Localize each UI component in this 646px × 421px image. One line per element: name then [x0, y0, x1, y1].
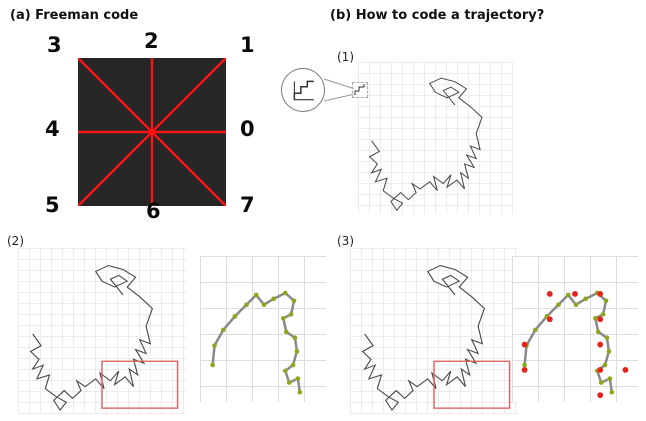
direction-label-6: 6 — [146, 199, 161, 223]
magnifier-callout-lines — [323, 78, 356, 102]
callout-lines — [323, 78, 356, 102]
trajectory-path — [368, 77, 483, 212]
sample-points-green — [210, 290, 303, 395]
direction-label-5: 5 — [45, 193, 60, 217]
direction-label-7: 7 — [240, 193, 255, 217]
freeman-directions-diagram — [78, 58, 226, 206]
step-3-label: (3) — [337, 234, 354, 248]
direction-label-0: 0 — [240, 117, 255, 141]
trajectory-path — [29, 265, 154, 412]
mini-steps-icon — [354, 84, 365, 95]
step-1-label: (1) — [337, 50, 354, 64]
trajectory-path — [361, 265, 486, 412]
direction-label-1: 1 — [240, 33, 255, 57]
trajectory-drawing-3 — [361, 265, 511, 412]
zoomed-trajectory-path — [211, 291, 302, 393]
freeman-line-3 — [78, 58, 153, 133]
highlight-rectangle — [433, 360, 511, 409]
magnifier-axis-icon — [293, 81, 314, 101]
callout-line-bottom — [323, 93, 356, 102]
magnifier-circle — [281, 68, 325, 112]
zoomed-inset-2 — [200, 256, 326, 402]
direction-label-2: 2 — [144, 29, 159, 53]
magnified-region-box — [352, 82, 368, 98]
highlight-rectangle — [101, 360, 179, 409]
trajectory-drawing-1 — [368, 77, 483, 212]
freeman-line-5 — [78, 131, 153, 206]
zoomed-path-drawing-2 — [210, 290, 303, 395]
trajectory-panel-1 — [358, 62, 513, 214]
zoomed-inset-3 — [512, 256, 638, 402]
magnified-steps-icon — [293, 80, 314, 101]
trajectory-panel-3 — [350, 248, 518, 414]
zoomed-path-drawing-3 — [521, 290, 629, 399]
magnifier-steps-icon — [293, 80, 314, 100]
freeman-direction-lines — [78, 58, 226, 206]
step-2-label: (2) — [7, 234, 24, 248]
mini-steps-glyph — [354, 84, 365, 95]
trajectory-panel-2 — [18, 248, 186, 414]
freeman-code-square — [78, 58, 226, 206]
trajectory-drawing-2 — [29, 265, 179, 412]
direction-label-3: 3 — [47, 33, 62, 57]
direction-label-4: 4 — [45, 117, 60, 141]
panel-b-title: (b) How to code a trajectory? — [330, 8, 545, 23]
panel-a-title: (a) Freeman code — [10, 8, 139, 23]
grid-node-points-red — [521, 291, 629, 399]
callout-line-top — [323, 78, 356, 90]
freeman-line-7 — [151, 131, 226, 206]
freeman-line-1 — [151, 58, 226, 133]
